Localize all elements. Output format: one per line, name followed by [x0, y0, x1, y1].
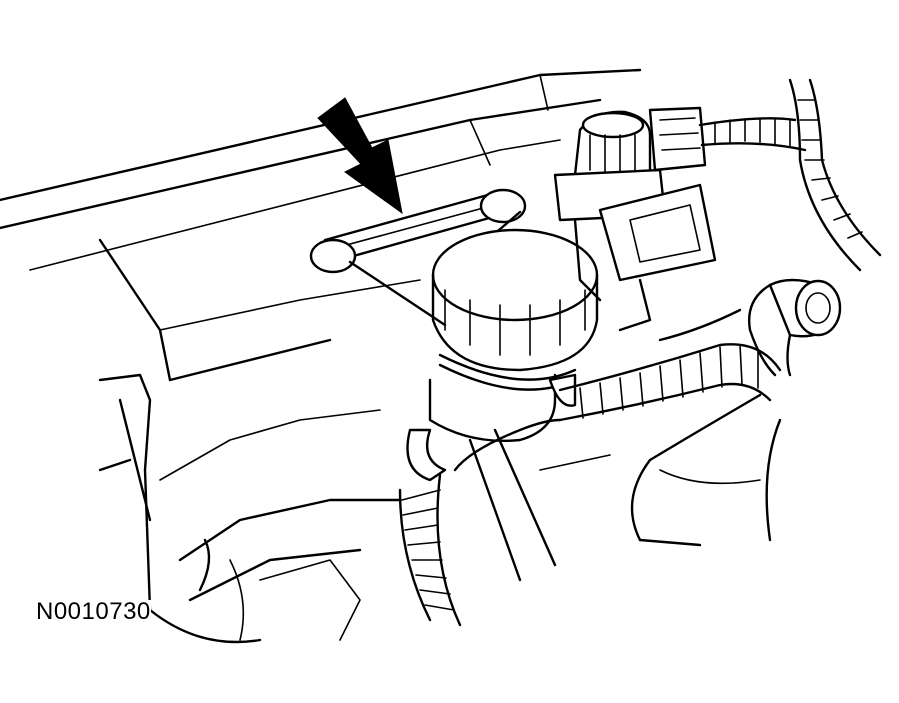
lower-right-structure — [539, 393, 782, 547]
corrugated-conduit — [398, 343, 782, 627]
arrow-pointer-icon — [317, 97, 403, 215]
strap-end-left — [309, 238, 357, 274]
wire-harness-upper — [698, 78, 882, 272]
body-panel — [0, 68, 642, 382]
strap-end-right — [479, 188, 527, 224]
valve-assembly — [553, 106, 717, 332]
reservoir — [406, 228, 599, 482]
mounting-bracket — [598, 183, 717, 282]
connector-plug — [648, 106, 707, 172]
lower-left-structure — [98, 373, 402, 644]
figure-reference-code: N0010730 — [36, 598, 151, 625]
rubber-hose — [658, 278, 842, 377]
